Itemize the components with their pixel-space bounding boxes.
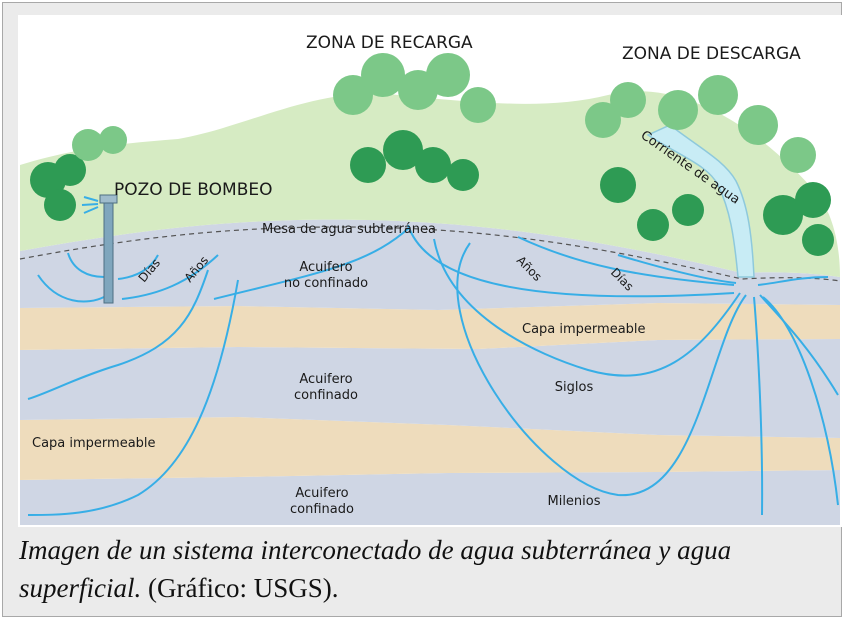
hill — [20, 91, 840, 277]
flow-lines — [27, 224, 839, 516]
pumping-well-label: POZO DE BOMBEO — [114, 180, 273, 200]
unconfined-aquifer-label-2: no confinado — [284, 276, 368, 291]
stream — [646, 124, 755, 278]
confined-aquifer-lower — [20, 470, 840, 525]
impermeable-label-lower: Capa impermeable — [32, 436, 156, 451]
confined-aquifer-lower-label-1: Acuifero — [295, 486, 348, 501]
impermeable-label-upper: Capa impermeable — [522, 322, 646, 337]
centuries-label: Siglos — [555, 380, 594, 395]
discharge-zone-label: ZONA DE DESCARGA — [622, 44, 801, 64]
impermeable-layer-lower — [20, 417, 840, 480]
trees — [30, 53, 834, 256]
caption-text: Imagen de un sistema interconectado de a… — [19, 535, 732, 603]
groundwater-diagram: ZONA DE RECARGA ZONA DE DESCARGA POZO DE… — [18, 15, 842, 527]
confined-aquifer-upper-label-2: confinado — [294, 388, 358, 403]
unconfined-aquifer-label-1: Acuifero — [299, 260, 352, 275]
caption-credit: (Gráfico: USGS). — [141, 573, 339, 603]
confined-aquifer-lower-label-2: confinado — [290, 502, 354, 517]
millennia-label: Milenios — [547, 494, 600, 509]
unconfined-aquifer — [20, 219, 840, 310]
recharge-zone-label: ZONA DE RECARGA — [306, 33, 473, 53]
water-spray-icon — [81, 196, 99, 214]
water-table-line — [19, 226, 841, 282]
water-table-label: Mesa de agua subterránea — [262, 222, 436, 237]
confined-aquifer-upper-label-1: Acuifero — [299, 372, 352, 387]
confined-aquifer-upper — [20, 339, 840, 438]
well-head — [99, 194, 118, 204]
pumping-well — [103, 199, 114, 304]
figure-caption: Imagen de un sistema interconectado de a… — [19, 531, 819, 607]
